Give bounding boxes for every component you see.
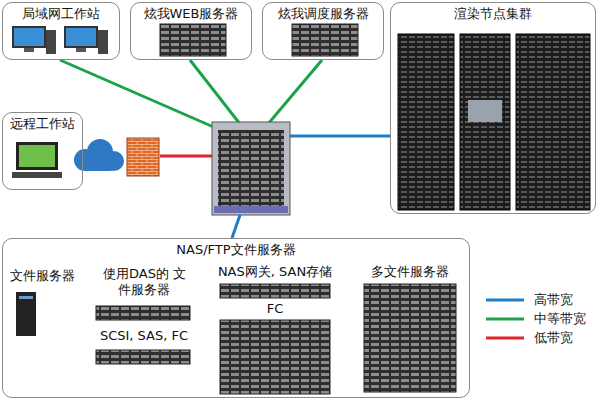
device-label: 使用DAS的 文件服务器	[102, 266, 186, 297]
interface-label: SCSI, SAS, FC	[88, 328, 200, 344]
web-server-box: 炫我WEB服务器	[130, 2, 252, 60]
render-cluster-box: 渲染节点集群	[390, 2, 596, 214]
legend-text: 高带宽	[534, 292, 573, 308]
device-label: 多文件服务器	[355, 264, 465, 280]
device-label: 文件服务器	[9, 268, 76, 283]
legend-text: 低带宽	[534, 330, 573, 346]
interface-label: FC	[266, 301, 285, 316]
legend-line-sample	[486, 318, 524, 321]
device-label: NAS网关, SAN存储	[205, 264, 345, 280]
legend-text: 中等带宽	[534, 311, 586, 327]
scheduler-server-box: 炫我调度服务器	[262, 2, 384, 60]
lan-workstation-box: 局域网工作站	[2, 2, 120, 60]
legend-line-sample	[486, 299, 524, 302]
device-label: NAS网关, SAN存储	[217, 264, 333, 279]
device-label: 多文件服务器	[370, 264, 450, 279]
remote-workstation-box: 远程工作站	[2, 112, 83, 190]
interface-label: SCSI, SAS, FC	[99, 328, 189, 343]
box-title: 局域网工作站	[19, 6, 103, 22]
device-label: 使用DAS的 文件服务器	[96, 266, 192, 298]
box-title: 炫我WEB服务器	[141, 6, 242, 22]
box-title: NAS/FTP文件服务器	[173, 242, 298, 258]
legend-line-sample	[486, 337, 524, 340]
box-title: 远程工作站	[7, 116, 78, 132]
interface-label: FC	[255, 301, 295, 317]
box-title: 炫我调度服务器	[275, 6, 372, 22]
box-title: 渲染节点集群	[451, 6, 535, 22]
device-label: 文件服务器	[2, 268, 82, 284]
file-server-area: NAS/FTP文件服务器	[2, 238, 470, 398]
